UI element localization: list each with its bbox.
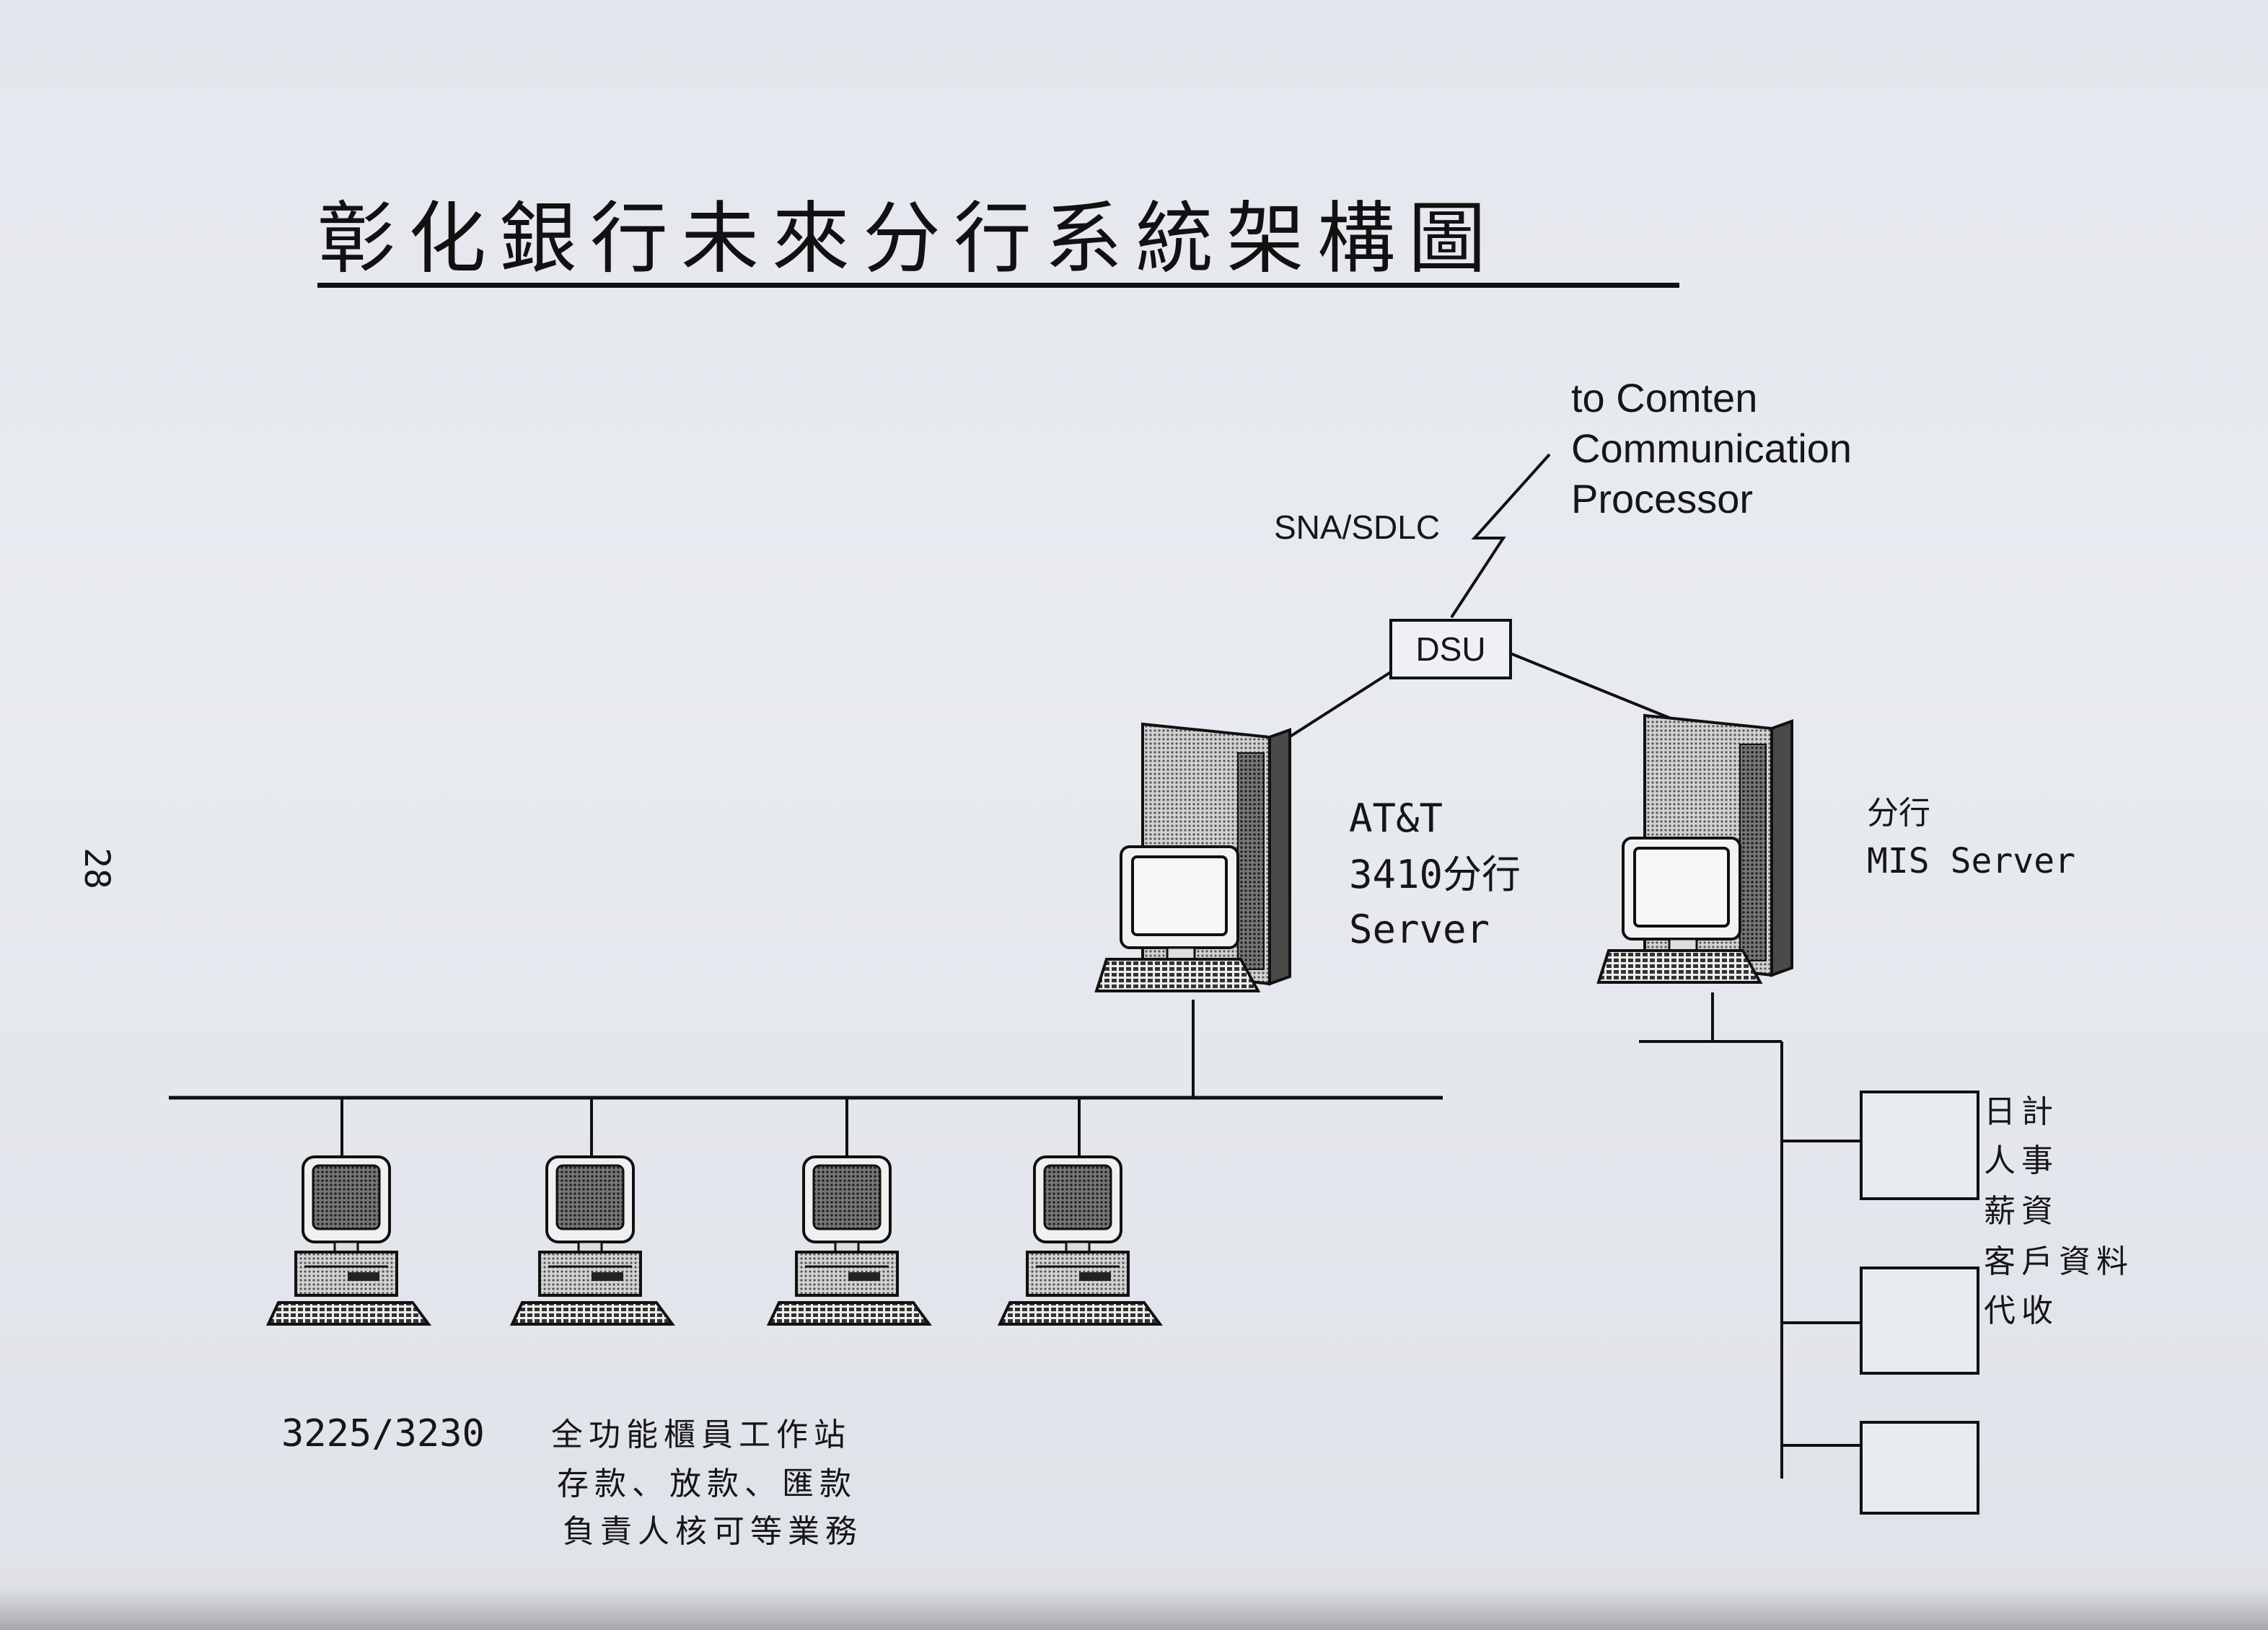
- branch-server-label-1: AT&T: [1349, 796, 1443, 841]
- mis-server-label-1: 分行: [1867, 795, 1930, 832]
- workstation-description-1: 全功能櫃員工作站: [551, 1417, 851, 1453]
- workstation-model-label: 3225/3230: [281, 1412, 485, 1455]
- teller-workstation-icon: [267, 1155, 430, 1326]
- branch-server-label-3: Server: [1349, 907, 1490, 952]
- att-3410-server-icon: [1095, 723, 1291, 992]
- mis-server-label-2: MIS Server: [1867, 841, 2075, 881]
- dsu-box: DSU: [1389, 619, 1512, 679]
- mis-function-item: 客戶資料: [1984, 1243, 2134, 1280]
- destination-line-3: Processor: [1571, 476, 1754, 521]
- mis-device-box: [1860, 1091, 1979, 1200]
- destination-line-1: to Comten: [1571, 375, 1758, 420]
- teller-workstation-icon: [768, 1155, 931, 1326]
- mis-device-box: [1860, 1421, 1979, 1515]
- mis-function-item: 薪資: [1984, 1193, 2059, 1230]
- mis-device-box: [1860, 1266, 1979, 1375]
- page-title: 彰化銀行未來分行系統架構圖: [317, 194, 1500, 284]
- dsu-branch-link: [1285, 668, 1397, 740]
- destination-line-2: Communication: [1571, 426, 1852, 471]
- mis-function-item: 人事: [1984, 1142, 2059, 1179]
- workstation-description-2: 存款、放款、匯款: [557, 1466, 857, 1502]
- title-underline: [317, 283, 1679, 288]
- workstation-description-3: 負責人核可等業務: [563, 1513, 863, 1550]
- sdlc-link: [1450, 453, 1551, 619]
- mis-server-icon: [1597, 714, 1793, 984]
- dsu-mis-link: [1510, 652, 1679, 723]
- mis-function-item: 代收: [1984, 1292, 2059, 1329]
- branch-server-label-2: 3410分行: [1349, 852, 1521, 897]
- link-protocol-label: SNA/SDLC: [1274, 508, 1441, 546]
- mis-function-item: 日計: [1984, 1093, 2059, 1130]
- teller-workstation-icon: [511, 1155, 674, 1326]
- teller-workstation-icon: [998, 1155, 1161, 1326]
